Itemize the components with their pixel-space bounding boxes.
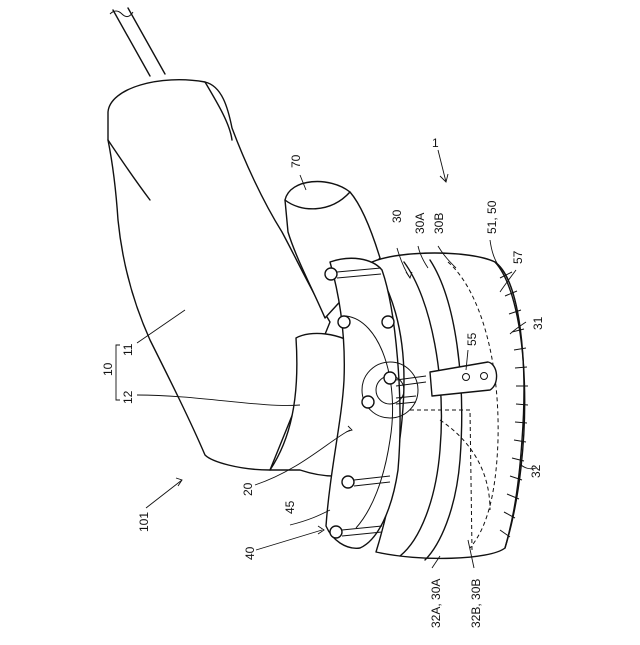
label-12: 12 <box>121 390 135 404</box>
label-1: 1 <box>432 136 439 150</box>
label-31: 31 <box>531 316 545 330</box>
label-20: 20 <box>241 482 255 496</box>
label-30B: 30B <box>432 213 446 234</box>
label-57: 57 <box>511 250 525 264</box>
label-30A: 30A <box>413 213 427 234</box>
label-40: 40 <box>243 546 257 560</box>
label-10: 10 <box>101 362 115 376</box>
label-51-50: 51, 50 <box>485 200 499 234</box>
label-45: 45 <box>283 500 297 514</box>
label-101: 101 <box>137 512 151 532</box>
label-32B-30B: 32B, 30B <box>469 579 483 628</box>
power-cord <box>110 8 165 76</box>
label-70: 70 <box>289 154 303 168</box>
label-11: 11 <box>121 343 135 356</box>
label-32: 32 <box>529 464 543 478</box>
label-55: 55 <box>465 332 479 346</box>
label-32A-30A: 32A, 30A <box>429 579 443 628</box>
label-30: 30 <box>390 209 404 223</box>
